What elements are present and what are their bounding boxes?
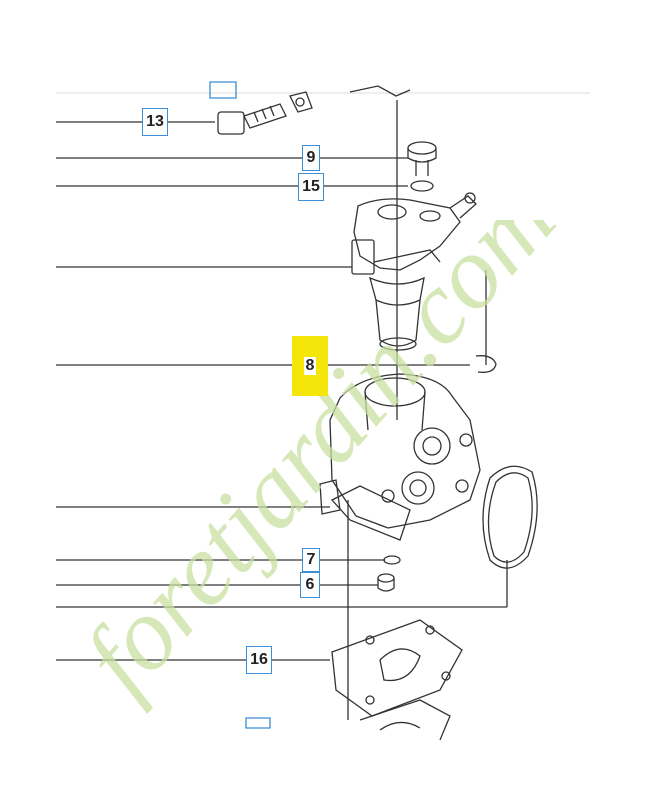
callout-6[interactable]: 6 — [300, 572, 320, 598]
callout-15[interactable]: 15 — [298, 173, 324, 201]
plug-part-6 — [377, 573, 395, 592]
callout-9[interactable]: 9 — [302, 145, 320, 171]
eclip — [475, 355, 497, 373]
callout-8[interactable]: 8 — [292, 336, 328, 396]
screw-part-13 — [209, 81, 313, 135]
callout-15-label: 15 — [302, 178, 320, 195]
callout-6-label: 6 — [305, 576, 315, 593]
callout-7-label: 7 — [306, 551, 316, 568]
top-partial-part — [349, 85, 411, 97]
oring-part-15 — [410, 180, 434, 192]
throttle-assembly — [351, 192, 477, 351]
carburetor-body — [319, 373, 481, 541]
callout-9-label: 9 — [306, 149, 316, 166]
oring-part-7 — [383, 555, 401, 565]
callout-13[interactable]: 13 — [142, 108, 168, 136]
bottom-partial-callout — [245, 717, 271, 729]
screw-part-9 — [407, 141, 437, 176]
callout-7[interactable]: 7 — [302, 548, 320, 572]
gasket-ring — [482, 465, 538, 569]
callout-8-label: 8 — [303, 357, 317, 375]
callout-13-label: 13 — [146, 113, 164, 130]
gasket-plate-part-16 — [331, 619, 463, 741]
callout-16-label: 16 — [250, 651, 268, 668]
callout-16[interactable]: 16 — [246, 646, 272, 674]
